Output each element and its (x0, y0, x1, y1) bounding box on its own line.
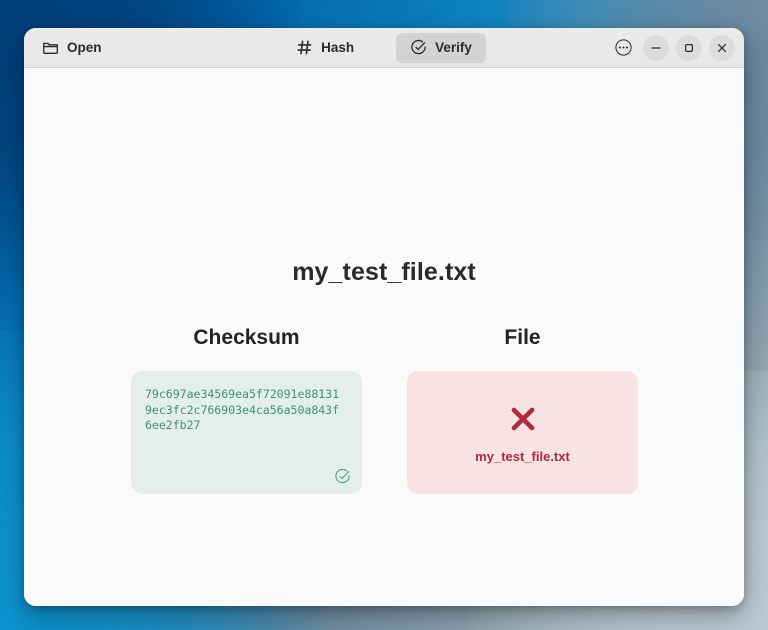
maximize-button[interactable] (676, 34, 702, 61)
header-bar: Open Hash (24, 28, 744, 68)
file-heading: File (504, 326, 541, 349)
tab-hash-label: Hash (321, 40, 355, 55)
hash-icon (296, 39, 313, 56)
maximize-icon (682, 41, 696, 55)
checksum-column: Checksum 79c697ae34569ea5f72091e881319ec… (131, 326, 362, 494)
close-icon (715, 41, 729, 55)
minimize-button[interactable] (643, 34, 669, 61)
minimize-icon (649, 41, 663, 55)
x-mark-icon (506, 402, 540, 436)
circle-check-icon (410, 39, 427, 56)
content-area: my_test_file.txt Checksum 79c697ae34569e… (24, 68, 744, 606)
tab-bar: Hash Verify (24, 32, 744, 63)
menu-button[interactable] (610, 35, 636, 61)
close-button[interactable] (709, 34, 735, 61)
checksum-value: 79c697ae34569ea5f72091e881319ec3fc2c7669… (145, 387, 340, 433)
open-button-label: Open (67, 40, 102, 55)
tab-verify-label: Verify (435, 40, 472, 55)
open-button[interactable]: Open (33, 34, 111, 62)
menu-dots-circle-icon (614, 38, 633, 57)
window-controls (610, 34, 735, 61)
file-card-name: my_test_file.txt (475, 448, 570, 464)
file-column: File my_test_file.txt (407, 326, 638, 494)
circle-check-icon (334, 468, 351, 485)
checksum-card[interactable]: 79c697ae34569ea5f72091e881319ec3fc2c7669… (131, 371, 362, 494)
page-title: my_test_file.txt (292, 258, 476, 286)
verify-columns: Checksum 79c697ae34569ea5f72091e881319ec… (131, 326, 638, 494)
file-card[interactable]: my_test_file.txt (407, 371, 638, 494)
app-window: Open Hash (24, 28, 744, 606)
folder-icon (42, 39, 59, 56)
checksum-heading: Checksum (193, 326, 300, 349)
tab-hash[interactable]: Hash (282, 33, 368, 63)
tab-verify[interactable]: Verify (396, 32, 486, 63)
